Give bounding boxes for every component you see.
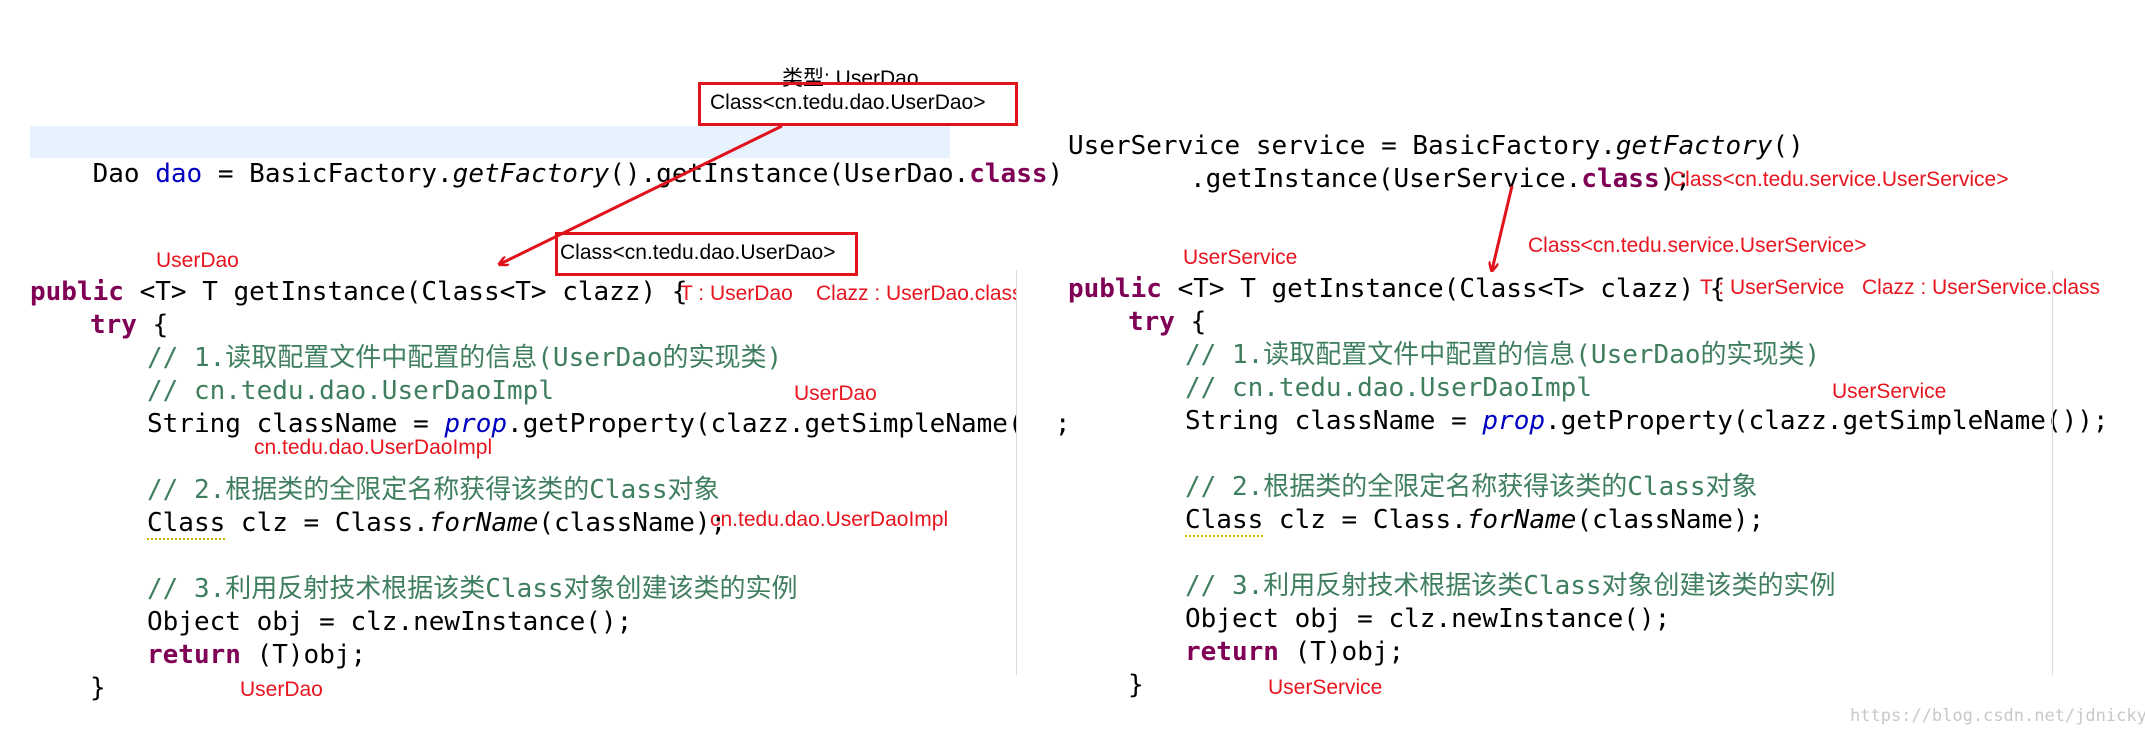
watermark-text: https://blog.csdn.net/jdnicky [1850,706,2145,726]
code-fragment: (className); [538,508,727,538]
right-comment-1b: // cn.tedu.dao.UserDaoImpl [1185,373,1592,403]
method-forname: forName [1466,505,1577,535]
right-panel-edge [2052,270,2053,675]
arrow-left [500,124,783,264]
method-getfactory: getFactory [452,159,610,189]
code-fragment: ().getInstance(UserDao. [609,159,970,189]
right-try-line: try { [1128,306,1206,338]
code-fragment: = BasicFactory. [202,159,453,189]
annotation-return-value: UserService [1268,676,1383,699]
right-top-code-line-2: .getInstance(UserService.class); [1190,163,1691,195]
left-classname-line: String className = prop.getProperty(claz… [147,408,1071,440]
signature-text: <T> T getInstance(Class<T> clazz) { [1161,274,1726,304]
code-fragment: clz = Class. [1263,505,1467,535]
right-newinstance-line: Object obj = clz.newInstance(); [1185,604,1671,634]
keyword-public: public [1068,274,1162,304]
left-try-line: try { [90,309,168,341]
keyword-try: try [90,310,137,340]
code-fragment: .getProperty(clazz.getSimpleName()); [507,409,1071,439]
annotation-type-param: T : UserService [1700,276,1845,299]
code-fragment: UserService service = BasicFactory. [1068,131,1616,161]
code-fragment: clz = Class. [225,508,429,538]
right-return-line: return (T)obj; [1185,636,1404,668]
right-top-code-line-1: UserService service = BasicFactory.getFa… [1068,130,1804,162]
right-comment-2: // 2.根据类的全限定名称获得该类的Class对象 [1185,472,1758,502]
annotation-clazz: Clazz : UserDao.class [816,282,1023,305]
keyword-class: class [969,159,1048,189]
annotation-return-value: UserDao [240,678,323,701]
right-signature-line: public <T> T getInstance(Class<T> clazz)… [1068,273,1725,305]
keyword-class: class [1581,164,1660,194]
signature-text: <T> T getInstance(Class<T> clazz) { [123,277,688,307]
left-return-line: return (T)obj; [147,639,366,671]
left-panel-edge [1016,270,1017,675]
left-top-code-line: Dao dao = BasicFactory.getFactory().getI… [30,126,1063,189]
keyword-return: return [147,640,241,670]
keyword-return: return [1185,637,1279,667]
annotation-return-type: UserService [1183,246,1298,269]
code-fragment: .getInstance(UserService. [1190,164,1582,194]
code-fragment: (T)obj; [240,640,367,670]
annotation-forname-result: cn.tedu.dao.UserDaoImpl [710,508,949,531]
left-comment-3: // 3.利用反射技术根据该类Class对象创建该类的实例 [147,574,798,604]
left-comment-2: // 2.根据类的全限定名称获得该类的Class对象 [147,475,720,505]
left-comment-1b: // cn.tedu.dao.UserDaoImpl [147,376,554,406]
class-type-box-top [698,82,1018,126]
arrow-right [1492,185,1514,270]
annotation-clazz: Clazz : UserService.class [1862,276,2101,299]
code-fragment: Dao [92,159,156,189]
code-fragment: { [136,310,169,340]
left-signature-line: public <T> T getInstance(Class<T> clazz)… [30,276,687,308]
variable-dao: dao [155,159,203,189]
code-fragment: Class [147,508,226,540]
code-fragment: ); [1659,164,1691,194]
class-type-box-top-label: Class<cn.tedu.dao.UserDao> [710,91,986,114]
annotation-class-type-arrow: Class<cn.tedu.service.UserService> [1528,234,1867,257]
code-fragment: (T)obj; [1278,637,1405,667]
left-forname-line: Class clz = Class.forName(className); [147,507,727,540]
code-fragment: { [1174,307,1207,337]
field-prop: prop [444,409,508,439]
annotation-return-type: UserDao [156,249,239,272]
class-type-box-bottom-label: Class<cn.tedu.dao.UserDao> [560,241,836,264]
code-fragment: String className = [1185,406,1483,436]
annotation-type-param: T : UserDao [680,282,793,305]
crop-mask [1016,270,1056,690]
class-type-box-bottom [555,232,858,276]
keyword-public: public [30,277,124,307]
annotation-impl-class: cn.tedu.dao.UserDaoImpl [254,436,493,459]
right-classname-line: String className = prop.getProperty(claz… [1185,405,2109,437]
annotation-simple-name: UserService [1832,380,1947,403]
code-fragment: .getProperty(clazz.getSimpleName()); [1545,406,2109,436]
code-fragment: String className = [147,409,445,439]
annotation-class-type: Class<cn.tedu.service.UserService> [1670,168,2009,191]
code-fragment: () [1772,131,1804,161]
code-fragment: ) [1047,159,1064,189]
right-comment-1: // 1.读取配置文件中配置的信息(UserDao的实现类) [1185,340,1821,370]
field-prop: prop [1482,406,1546,436]
left-comment-1: // 1.读取配置文件中配置的信息(UserDao的实现类) [147,343,783,373]
keyword-try: try [1128,307,1175,337]
code-fragment: (className); [1576,505,1765,535]
code-fragment: Class [1185,505,1264,537]
left-newinstance-line: Object obj = clz.newInstance(); [147,607,633,637]
right-comment-3: // 3.利用反射技术根据该类Class对象创建该类的实例 [1185,571,1836,601]
method-forname: forName [428,508,539,538]
right-forname-line: Class clz = Class.forName(className); [1185,504,1765,537]
annotation-simple-name: UserDao [794,382,877,405]
method-getfactory: getFactory [1615,131,1773,161]
left-close-brace: } [90,673,106,703]
right-close-brace: } [1128,670,1144,700]
